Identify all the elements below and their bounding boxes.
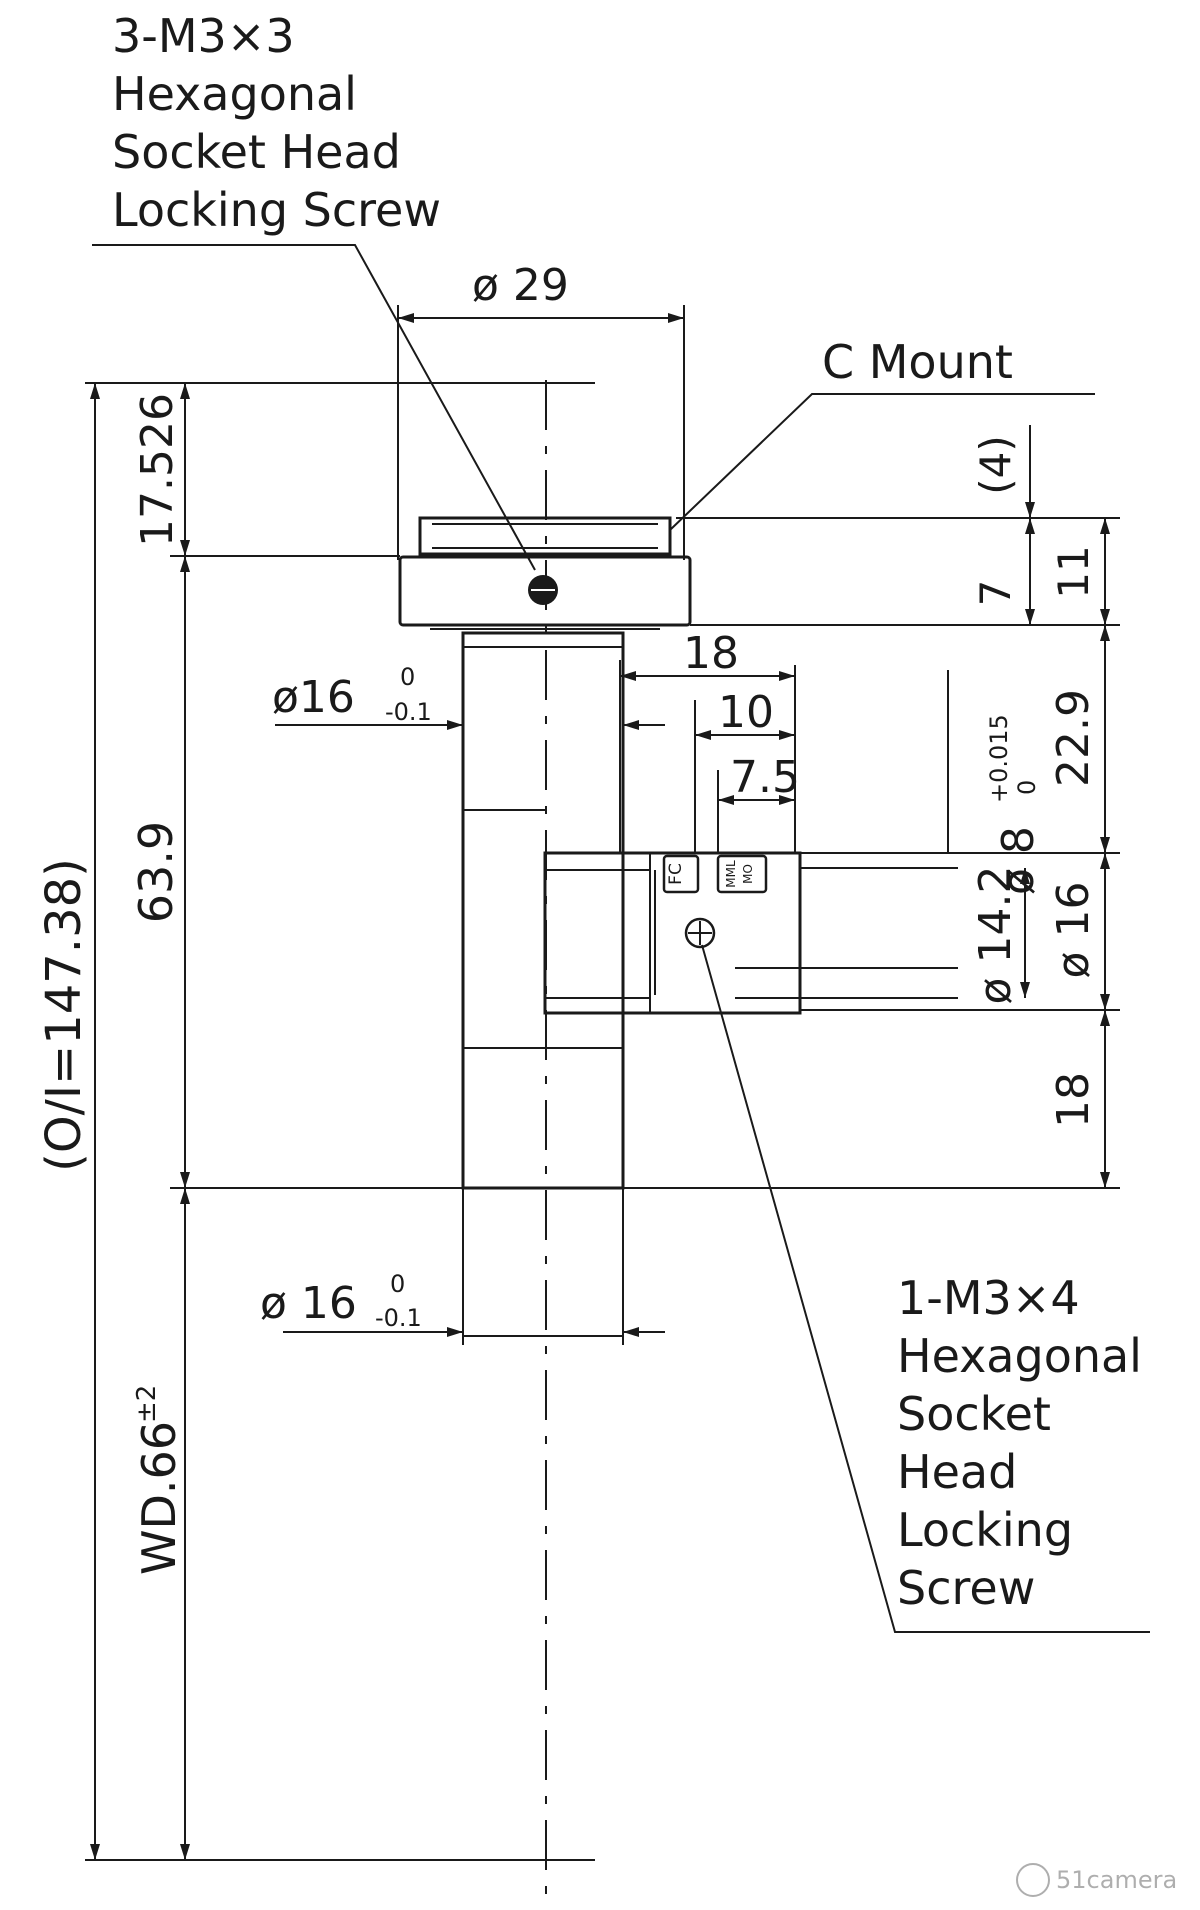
dim-dia-16-top: ø16 (272, 672, 355, 723)
focus-ring-tab (662, 854, 700, 894)
side-note-line-1: 1-M3×4 (897, 1271, 1080, 1325)
extension-lines (85, 305, 1120, 1861)
watermark-text: 51camera (1056, 1866, 1177, 1894)
top-note-line-2: Hexagonal (112, 67, 357, 121)
side-note-line-6: Screw (897, 1561, 1035, 1615)
top-screw-note: 3-M3×3 Hexagonal Socket Head Locking Scr… (112, 9, 441, 237)
leader-lines (92, 244, 1150, 1633)
side-screw-note: 1-M3×4 Hexagonal Socket Head Locking Scr… (897, 1271, 1142, 1615)
side-note-line-3: Socket (897, 1387, 1051, 1441)
dim-dia-16-top-tol-upper: 0 (400, 663, 415, 691)
dim-dia-14-2: ø 14.2 (970, 866, 1021, 1005)
watermark-logo-icon (1016, 1863, 1050, 1897)
mode-ring-label-bottom: MO (741, 864, 755, 884)
coaxial-light-housing (543, 851, 802, 1015)
focus-ring-label: FC (666, 863, 686, 885)
dim-dia-8-tol-upper: +0.015 (985, 714, 1013, 803)
dim-dia-8-tol-lower: 0 (1013, 780, 1041, 795)
top-note-line-1: 3-M3×3 (112, 9, 295, 63)
side-locking-screw-icon (684, 917, 716, 949)
dim-11: 11 (1049, 545, 1098, 598)
dim-18-side: 18 (1048, 1072, 1099, 1128)
dim-dia-16-bottom: ø 16 (260, 1278, 357, 1329)
watermark: 51camera (1016, 1863, 1177, 1897)
top-note-line-3: Socket Head (112, 125, 401, 179)
side-note-line-4: Head (897, 1445, 1017, 1499)
mount-flange (398, 555, 692, 627)
dim-wd: WD.66 (132, 1421, 186, 1575)
dim-17-526: 17.526 (132, 393, 183, 547)
c-mount-label: C Mount (822, 335, 1013, 389)
upper-barrel (461, 631, 625, 1190)
dim-dia-16-bottom-tol-lower: -0.1 (375, 1304, 422, 1332)
dimension-texts: ø 29 17.526 63.9 (O/I=147.38) WD.66 ±2 ø… (36, 260, 1099, 1575)
dim-22-9: 22.9 (1048, 689, 1099, 787)
side-note-line-5: Locking (897, 1503, 1073, 1557)
dim-7-5: 7.5 (730, 752, 800, 803)
dim-wd-tol: ±2 (132, 1385, 162, 1423)
dim-dia-29: ø 29 (472, 260, 569, 311)
lower-barrel (462, 1187, 624, 1337)
top-note-line-4: Locking Screw (112, 183, 441, 237)
dimension-lines (90, 313, 1110, 1860)
dim-4-ref: (4) (971, 435, 1020, 495)
dim-oi: (O/I=147.38) (36, 858, 92, 1172)
lens-body: FC MML MO (398, 516, 802, 1337)
dim-10: 10 (718, 687, 774, 738)
mode-ring-label-top: MML (724, 860, 738, 888)
dim-7: 7 (971, 580, 1020, 607)
dim-18-top: 18 (683, 628, 739, 679)
dim-dia-16-side: ø 16 (1048, 882, 1099, 979)
side-note-line-2: Hexagonal (897, 1329, 1142, 1383)
dim-dia-16-bottom-tol-upper: 0 (390, 1270, 405, 1298)
dim-63-9: 63.9 (129, 821, 183, 923)
dim-dia-16-top-tol-lower: -0.1 (385, 698, 432, 726)
dim-dia-8: ø 8 (993, 826, 1044, 895)
c-mount-thread (418, 516, 672, 556)
mode-ring-tab (716, 854, 768, 894)
